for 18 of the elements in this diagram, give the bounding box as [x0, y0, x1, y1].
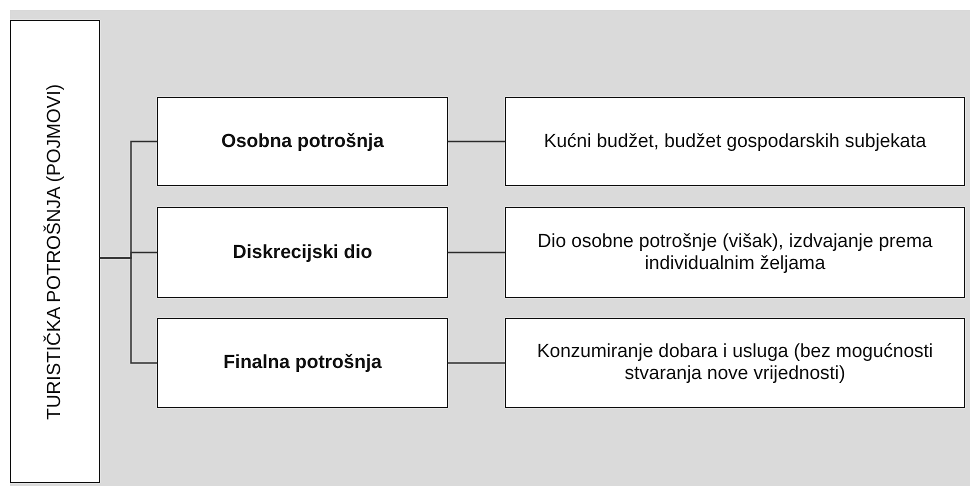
description-box: [505, 318, 965, 408]
description-box: [505, 97, 965, 186]
node-text: Osobna potrošnja: [221, 130, 384, 152]
connector-line: [448, 362, 505, 364]
node-text: Konzumiranje dobara i usluga (bez mogućnosti stvaranja nove vrijednosti): [536, 341, 934, 385]
connector-line: [448, 252, 505, 254]
description-box: [505, 207, 965, 298]
concept-box: [157, 97, 448, 186]
node-text: Diskrecijski dio: [232, 242, 372, 264]
connector-line: [448, 140, 505, 142]
category-box: [10, 20, 100, 483]
concept-box: [157, 207, 448, 298]
node-text: Kućni budžet, budžet gospodarskih subjekata: [544, 130, 926, 152]
node-text: Dio osobne potrošnje (višak), izdvajanje prema individualnim željama: [536, 230, 934, 274]
node-text: Finalna potrošnja: [223, 352, 382, 374]
concept-box: [157, 318, 448, 408]
node-text: TURISTIČKA POTROŠNJA (POJMOVI): [44, 84, 66, 420]
connector-line: [100, 257, 157, 364]
